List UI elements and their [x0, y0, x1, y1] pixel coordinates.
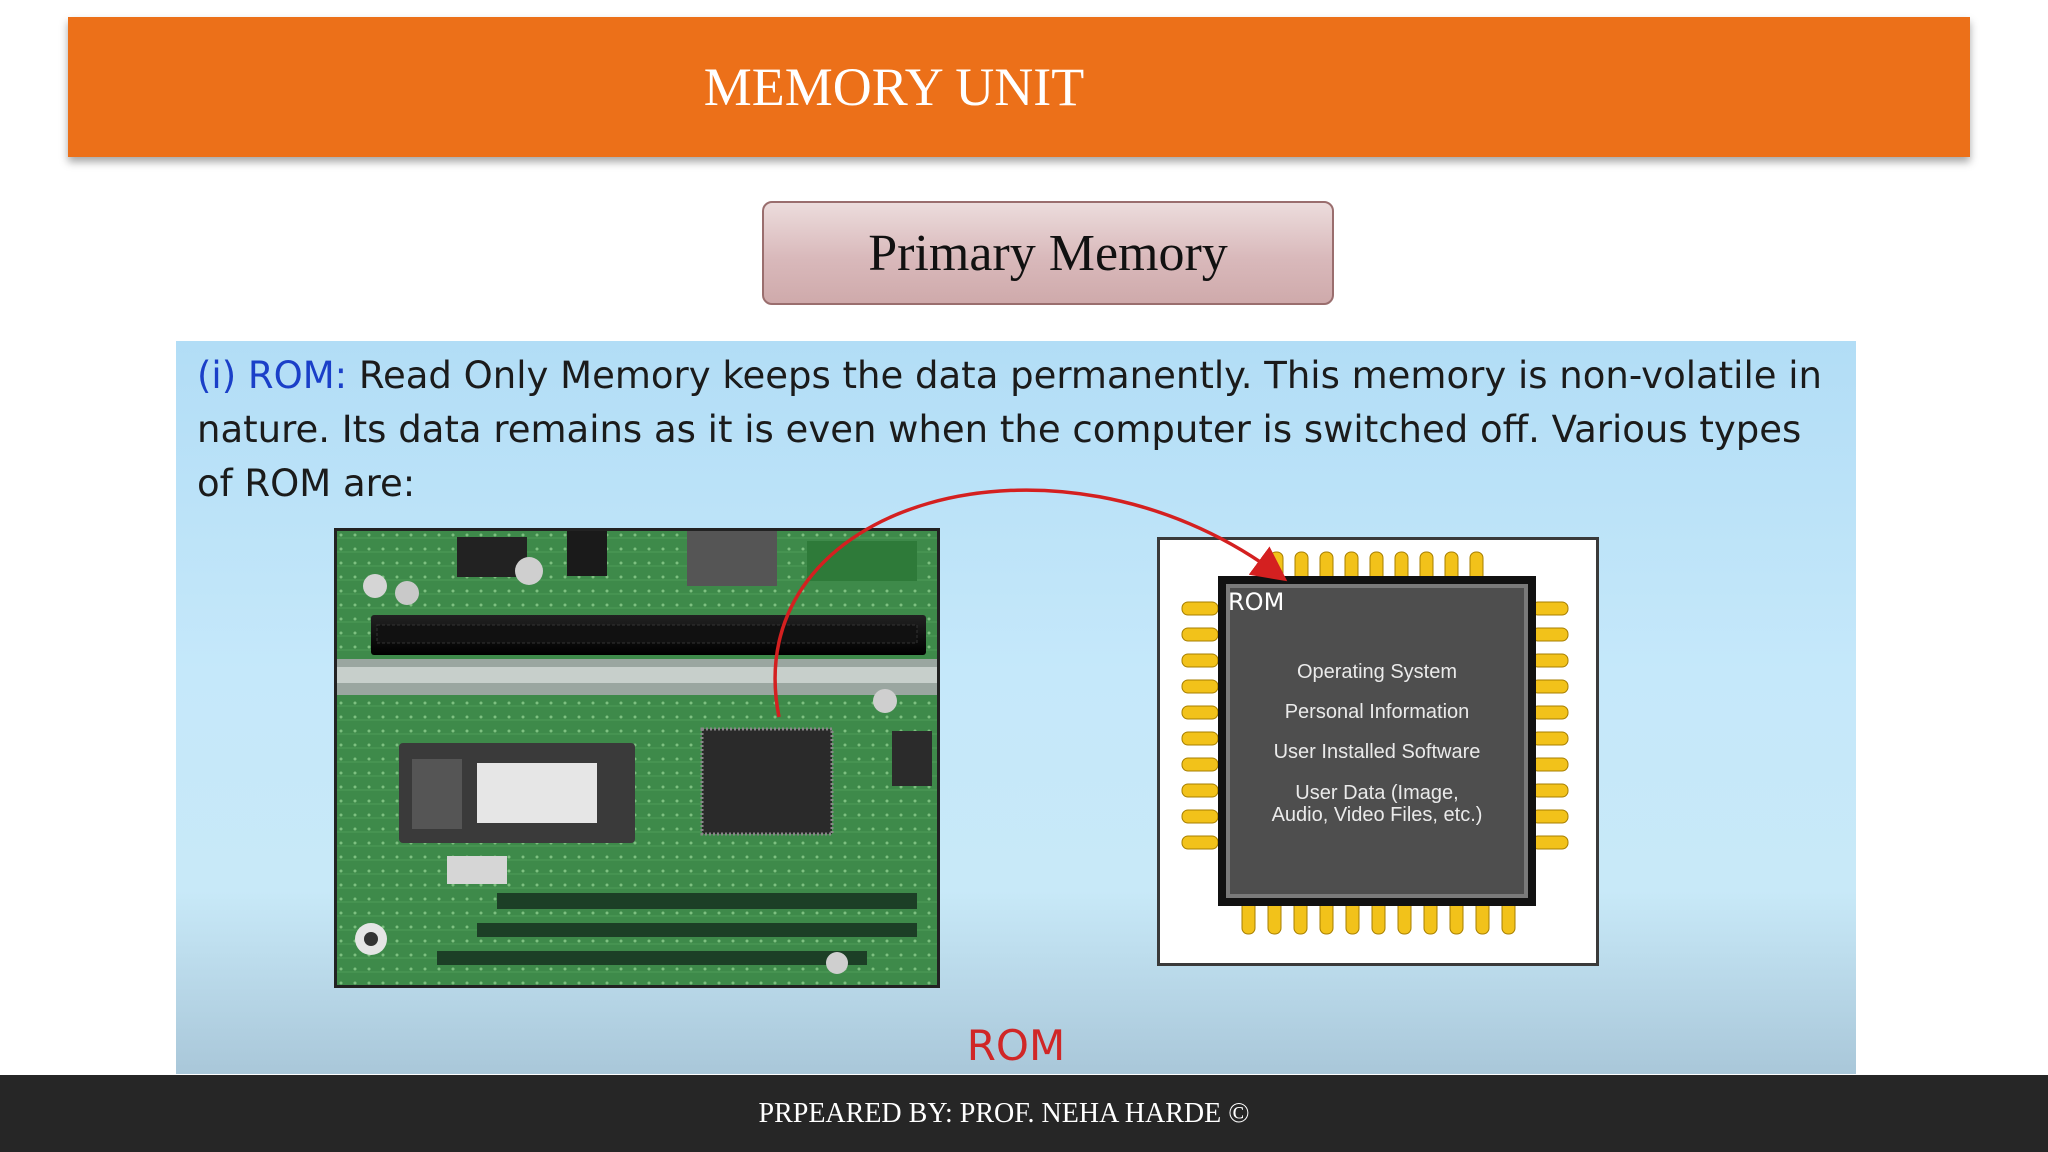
- content-panel: (i) ROM: Read Only Memory keeps the data…: [176, 341, 1856, 1074]
- chip-contents: Operating System Personal Information Us…: [1230, 652, 1524, 826]
- chip-item: User Data (Image,: [1295, 782, 1459, 804]
- footer-text: PRPEARED BY: PROF. NEHA HARDE ©: [758, 1097, 1250, 1129]
- slide-title: MEMORY UNIT: [703, 57, 1085, 117]
- subtitle-box: Primary Memory: [762, 201, 1334, 305]
- title-bar: MEMORY UNIT: [68, 17, 1970, 157]
- rom-chip-illustration: ROM Operating System Personal Informatio…: [1157, 537, 1599, 966]
- chip-item: Personal Information: [1284, 701, 1470, 723]
- rom-description-body: Read Only Memory keeps the data permanen…: [197, 354, 1822, 505]
- chip-label: ROM: [1228, 588, 1285, 616]
- motherboard-photo: [334, 528, 940, 988]
- chip-icon: [1181, 551, 1569, 935]
- chip-item: Audio, Video Files, etc.): [1271, 804, 1483, 826]
- motherboard-icon: [337, 531, 937, 985]
- footer: PRPEARED BY: PROF. NEHA HARDE ©: [0, 1075, 2048, 1152]
- chip-item: Operating System: [1296, 661, 1458, 683]
- rom-description: (i) ROM: Read Only Memory keeps the data…: [197, 349, 1837, 511]
- rom-caption: ROM: [966, 1021, 1066, 1070]
- chip-item: User Installed Software: [1273, 741, 1481, 763]
- rom-description-lead: (i) ROM:: [197, 354, 348, 397]
